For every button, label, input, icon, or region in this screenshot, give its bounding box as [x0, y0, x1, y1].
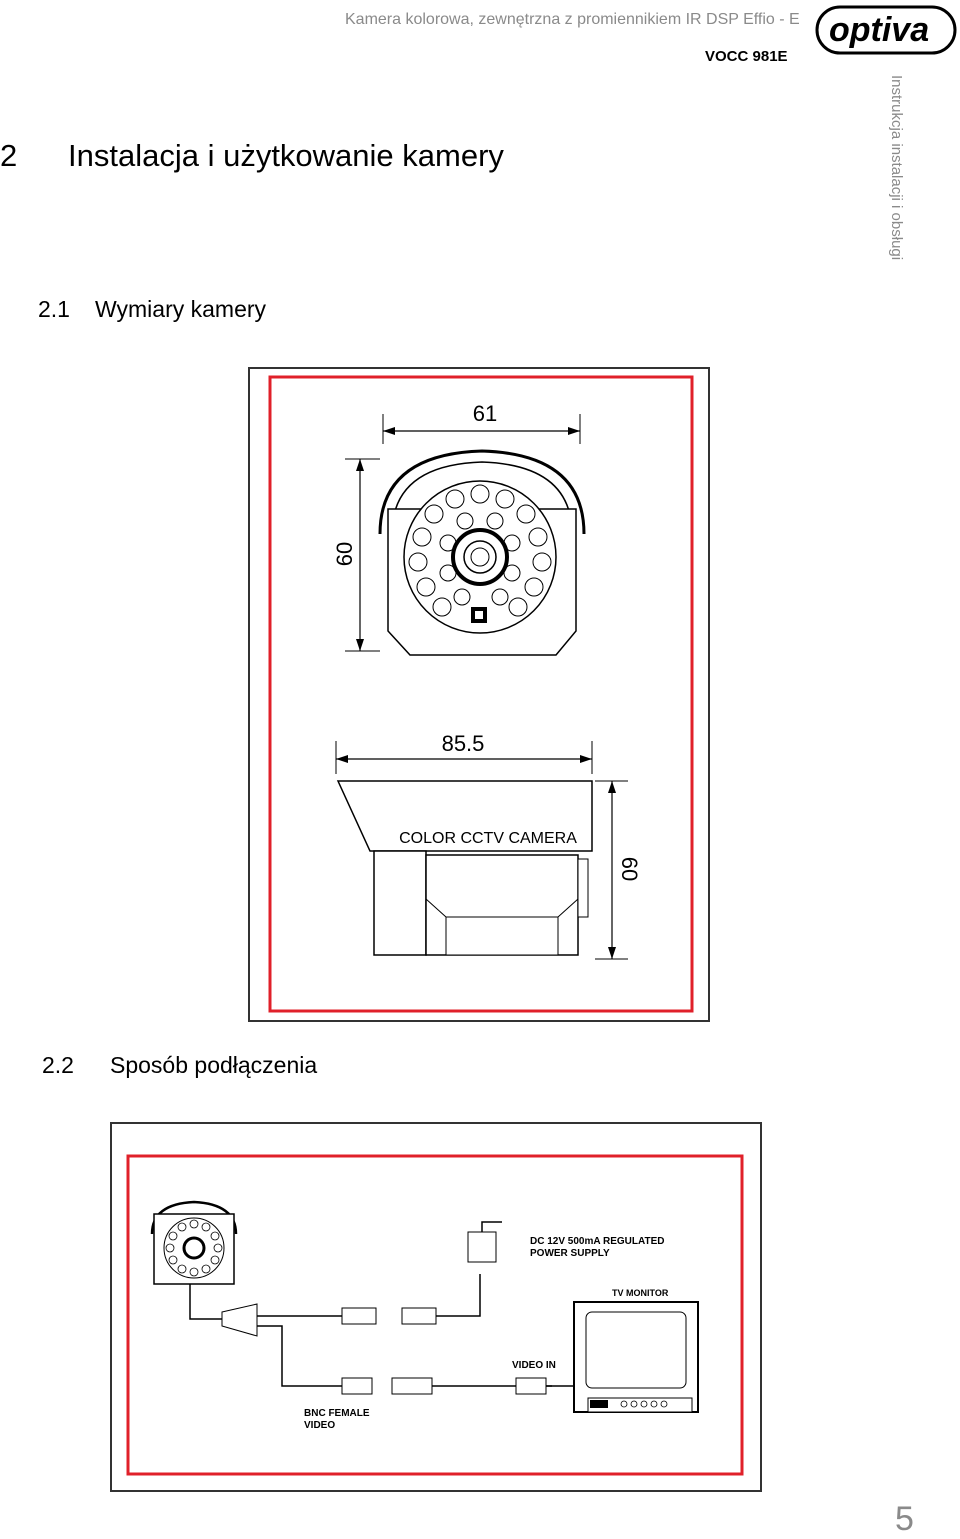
- dim-height-side-label: 60: [617, 857, 642, 881]
- red-frame: [268, 375, 694, 1013]
- subsection-title: Wymiary kamery: [95, 296, 267, 322]
- model-number: VOCC 981E: [705, 48, 788, 65]
- subsection-number: 2.1: [38, 296, 70, 322]
- monitor-label: TV MONITOR: [612, 1288, 669, 1298]
- body-label: COLOR CCTV CAMERA: [399, 830, 577, 847]
- subsection-title: Sposób podłączenia: [110, 1052, 318, 1078]
- section-title: Instalacja i użytkowanie kamery: [68, 138, 504, 173]
- subsection-number: 2.2: [42, 1052, 74, 1078]
- bnc-label-1: BNC FEMALE: [304, 1408, 370, 1419]
- header-title: Kamera kolorowa, zewnętrzna z promiennik…: [345, 11, 800, 28]
- optiva-logo: optiva: [815, 3, 958, 57]
- bnc-label-2: VIDEO: [304, 1420, 335, 1431]
- side-caption: Instrukcja instalacji i obsługi: [888, 75, 905, 261]
- video-in-label: VIDEO IN: [512, 1360, 556, 1371]
- logo-text: optiva: [829, 11, 929, 49]
- section-number: 2: [0, 138, 18, 173]
- power-label-1: DC 12V 500mA REGULATED: [530, 1236, 664, 1247]
- page-number: 5: [895, 1500, 914, 1538]
- dim-height-label: 60: [332, 542, 357, 566]
- dim-depth-label: 85.5: [442, 731, 485, 756]
- dim-width-label: 61: [473, 401, 497, 426]
- dimensions-figure: 61 60 85.5: [248, 367, 710, 1022]
- power-label-2: POWER SUPPLY: [530, 1248, 610, 1259]
- red-frame: [126, 1154, 744, 1476]
- dimensions-drawing: 61 60 85.5: [268, 375, 694, 1013]
- connection-drawing: DC 12V 500mA REGULATED POWER SUPPLY VIDE…: [126, 1154, 744, 1476]
- connection-figure: DC 12V 500mA REGULATED POWER SUPPLY VIDE…: [110, 1122, 762, 1492]
